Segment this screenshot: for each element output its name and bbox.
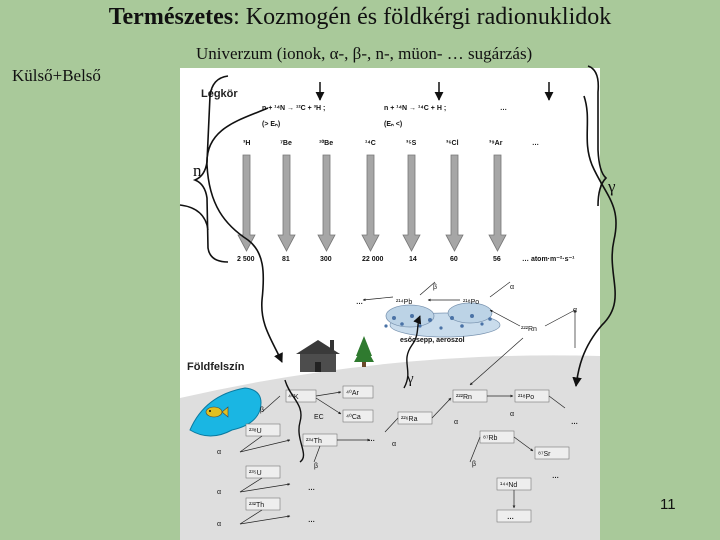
aerosol-rn222: ²²²Rn (521, 326, 537, 333)
subtitle: Univerzum (ionok, α-, β-, n-, müon- … su… (196, 44, 533, 63)
box-u238 (245, 423, 281, 437)
reaction-ellipsis: … (500, 105, 507, 112)
ground-alpha: α (392, 441, 396, 448)
ground-beta: β (314, 463, 318, 470)
reaction-1: n + ¹⁴N → ¹²C + ³H ; (262, 105, 325, 112)
nuclide-label: ⁷Be (280, 140, 292, 147)
fallout-arrow (317, 154, 336, 252)
fallout-arrows (237, 154, 507, 252)
nuclide-label: ¹⁴C (365, 140, 376, 147)
rate-label: 14 (409, 256, 417, 263)
ground-gamma-path (284, 379, 305, 463)
nuclide-label: … (532, 140, 539, 147)
ground-beta: β (472, 461, 476, 468)
rate-label: 81 (282, 256, 290, 263)
left-brace (192, 75, 229, 263)
aerosol-caption: esőcsepp, aeroszol (400, 337, 465, 344)
ground-rn222: ²²²Rn (456, 394, 472, 401)
fallout-arrow (402, 154, 421, 252)
ground-beta: β (260, 407, 264, 414)
ground-alpha: α (217, 489, 221, 496)
ground-sr87: ⁸⁷Sr (538, 451, 551, 458)
slide-title: Természetes: Kozmogén és földkérgi radio… (0, 4, 720, 31)
ground-nd144: ¹⁴⁴Nd (500, 482, 517, 489)
ground-ellipsis: … (571, 419, 578, 426)
box-th232 (245, 497, 281, 511)
ground-alpha: α (217, 449, 221, 456)
ground-ellipsis: … (507, 514, 514, 521)
ground-po218: ²¹⁸Po (518, 394, 534, 401)
fish-icon (205, 406, 229, 418)
ground-th232: ²³²Th (249, 502, 264, 509)
nuclide-label: ³⁶Cl (446, 140, 459, 147)
aerosol-pb214: ²¹⁴Pb (396, 299, 412, 306)
ground-ellipsis: … (308, 485, 315, 492)
neutron-path (206, 107, 283, 363)
nuclide-label: ³H (243, 140, 250, 147)
reaction-1-note: (> Eₙ) (262, 121, 280, 128)
reaction-2: n + ¹⁴N → ¹⁴C + H ; (384, 105, 446, 112)
atmosphere-title: Légkör (201, 88, 238, 100)
rate-label: 2 500 (237, 256, 255, 263)
ground-ellipsis: … (552, 473, 559, 480)
aerosol-beta: β (433, 284, 437, 291)
neutron-label: n (193, 161, 202, 180)
ground-alpha: α (510, 411, 514, 418)
reaction-2-note: (Eₙ <) (384, 121, 402, 128)
rate-label: 22 000 (362, 256, 384, 263)
title-rest: : Kozmogén és földkérgi radionuklidok (233, 4, 612, 30)
box-ca40 (342, 409, 374, 423)
ground-alpha: α (454, 419, 458, 426)
ground-ellipsis: … (368, 436, 375, 443)
title-bold: Természetes (108, 4, 234, 30)
right-brace (587, 65, 608, 207)
nuclide-label: ³⁵S (406, 140, 417, 147)
box-u235 (245, 465, 281, 479)
ground-th234: ²³⁴Th (306, 438, 322, 445)
aerosol-alpha: α (510, 284, 514, 291)
brace-tail (179, 204, 209, 231)
rate-label: 60 (450, 256, 458, 263)
aerosol-arrows (362, 281, 577, 386)
ground-gamma-up-path (403, 315, 422, 389)
rate-label: … atom·m⁻²·s⁻¹ (522, 256, 575, 263)
side-label: Külső+Belső (12, 66, 101, 85)
fallout-arrow (488, 154, 507, 252)
ground-ellipsis: … (308, 517, 315, 524)
fallout-arrow (277, 154, 296, 252)
tree-icon (354, 336, 374, 367)
nuclide-label: ¹⁰Be (319, 139, 333, 147)
box-sr87 (534, 446, 570, 460)
ground-alpha: α (217, 521, 221, 528)
ground-rb87: ⁸⁷Rb (483, 435, 498, 442)
ground-ca40: ⁴⁰Ca (346, 413, 361, 421)
gamma-label: γ (607, 177, 616, 196)
ground-u235: ²³⁵U (249, 470, 262, 477)
fallout-arrow (361, 154, 380, 252)
house-icon (296, 340, 340, 372)
nuclide-label: ³⁹Ar (489, 140, 503, 147)
ground-title: Földfelszín (187, 361, 245, 373)
rate-label: 56 (493, 256, 501, 263)
aerosol-po218: ²¹⁸Po (463, 299, 479, 306)
aerosol-ellipsis: … (356, 299, 363, 306)
fallout-arrow (445, 154, 464, 252)
page-number: 11 (660, 496, 676, 513)
ground-u238: ²³⁸U (249, 428, 262, 435)
ground-gamma-label: γ (406, 371, 414, 387)
box-ellipsis (496, 509, 532, 523)
ground-ra226: ²²⁶Ra (401, 416, 418, 423)
box-ar40 (342, 385, 374, 399)
rate-label: 300 (320, 256, 332, 263)
gamma-path (572, 95, 617, 387)
ground-decay-arrows (239, 391, 566, 525)
ground-ar40: ⁴⁰Ar (346, 389, 359, 397)
ground-area (180, 355, 600, 540)
ground-ec: EC (314, 414, 324, 421)
